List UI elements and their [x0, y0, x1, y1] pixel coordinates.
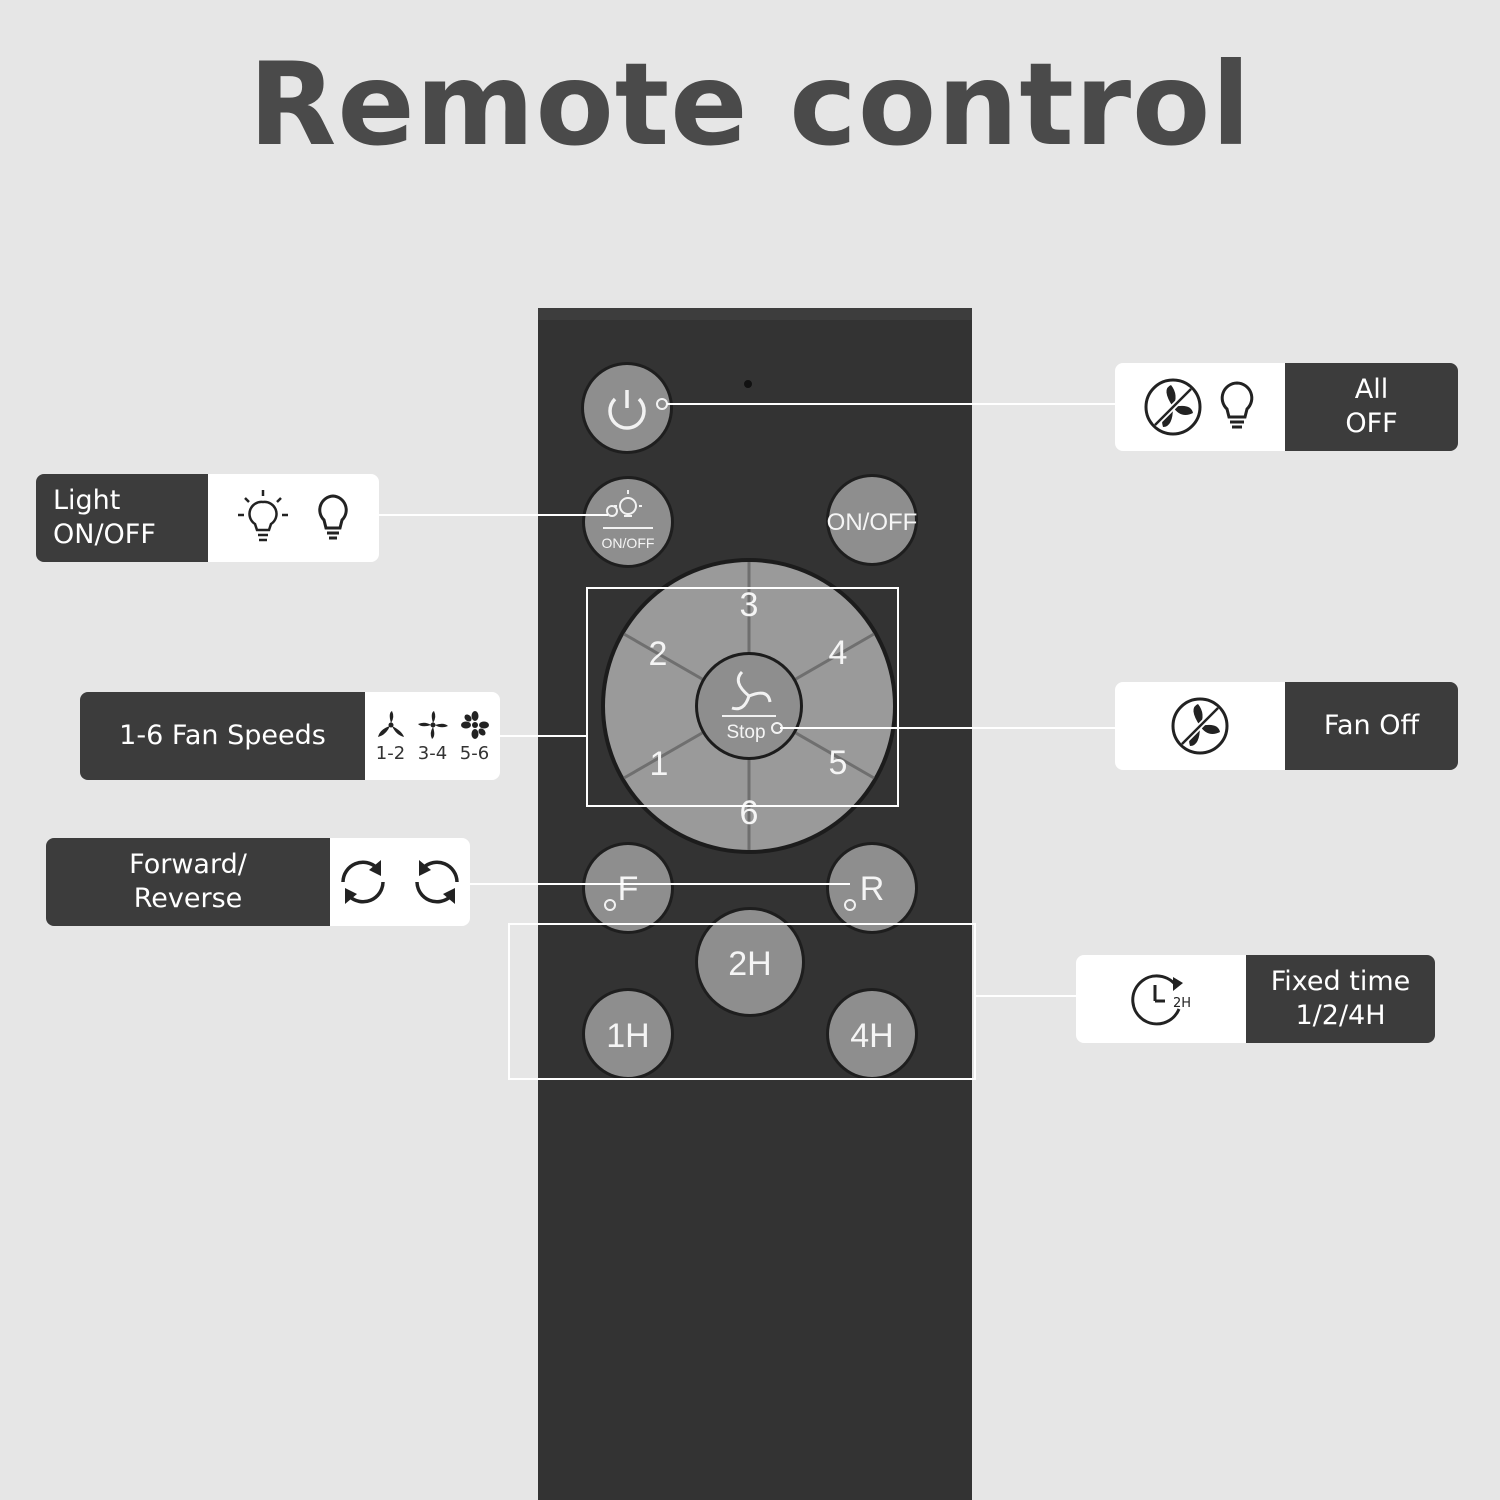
speed-4-button[interactable]: 4	[829, 634, 848, 672]
onoff-button-label: ON/OFF	[827, 509, 918, 536]
callout-fan-off-label-box: Fan Off	[1285, 682, 1458, 770]
forward-label: F	[618, 870, 639, 908]
speed-high-label: 5-6	[459, 742, 490, 764]
forward-button[interactable]: F	[582, 842, 674, 934]
callout-timer-icons: 2H	[1076, 955, 1246, 1043]
callout-direction-icons	[330, 838, 470, 926]
light-button[interactable]: ON/OFF	[582, 476, 674, 568]
callout-timer-label: Fixed time 1/2/4H	[1270, 966, 1411, 1031]
callout-direction-label: Forward/ Reverse	[129, 849, 247, 914]
rotate-ccw-icon	[341, 860, 385, 904]
speed-dial	[601, 558, 897, 854]
fan-icon	[731, 670, 772, 711]
reverse-button[interactable]: R	[826, 842, 918, 934]
speed-low-label: 1-2	[375, 742, 406, 764]
remote-top-edge	[538, 308, 972, 320]
fan-off-icon	[1144, 378, 1202, 436]
callout-light-label: Light ON/OFF	[53, 485, 156, 550]
timer-4h-button[interactable]: 4H	[826, 988, 918, 1080]
callout-fan-off-label: Fan Off	[1323, 710, 1420, 742]
callout-all-off: All OFF	[1115, 363, 1458, 451]
speed-3-button[interactable]: 3	[740, 586, 759, 624]
speed-2-button[interactable]: 2	[649, 635, 668, 673]
speed-1-button[interactable]: 1	[650, 745, 669, 783]
rotate-cw-icon	[415, 860, 459, 904]
callout-fan-off-icons	[1115, 682, 1285, 770]
callout-timer: 2H Fixed time 1/2/4H	[1076, 955, 1435, 1043]
callout-speeds-label-box: 1-6 Fan Speeds	[80, 692, 365, 780]
callout-fan-off: Fan Off	[1115, 682, 1458, 770]
callout-speeds-label: 1-6 Fan Speeds	[119, 720, 326, 752]
callout-speeds: 1-6 Fan Speeds 1-2	[80, 692, 500, 780]
speed-highlight-box	[586, 587, 899, 807]
callout-direction: Forward/ Reverse	[46, 838, 470, 926]
light-bulb-icon	[603, 490, 653, 529]
callout-all-off-label: All OFF	[1345, 374, 1398, 439]
bulb-icon	[1220, 381, 1254, 429]
timer-icon: 2H	[1131, 974, 1191, 1026]
callout-light-label-box: Light ON/OFF	[36, 474, 208, 562]
bulb-on-icon	[237, 490, 288, 542]
callout-speeds-icons: 1-2 3-4	[365, 692, 500, 780]
callout-all-off-icons	[1115, 363, 1285, 451]
timer-4h-label: 4H	[850, 1017, 893, 1055]
timer-1h-button[interactable]: 1H	[582, 988, 674, 1080]
callout-light: Light ON/OFF	[36, 474, 379, 562]
bulb-icon	[317, 494, 348, 540]
callout-all-off-label-box: All OFF	[1285, 363, 1458, 451]
ir-led	[744, 380, 752, 388]
speed-6-button[interactable]: 6	[740, 794, 759, 832]
timer-highlight-box	[508, 923, 976, 1080]
speed-low-icon: 1-2	[374, 709, 408, 764]
callout-timer-label-box: Fixed time 1/2/4H	[1246, 955, 1435, 1043]
timer-icon-text: 2H	[1173, 996, 1191, 1011]
timer-1h-label: 1H	[606, 1017, 649, 1055]
speed-high-icon: 5-6	[458, 709, 492, 764]
stop-label: Stop	[726, 722, 765, 743]
timer-2h-button[interactable]: 2H	[695, 907, 805, 1017]
stop-button[interactable]: Stop	[722, 670, 783, 743]
reverse-label: R	[860, 870, 885, 908]
callout-direction-label-box: Forward/ Reverse	[46, 838, 330, 926]
timer-2h-label: 2H	[728, 945, 771, 983]
power-icon	[608, 397, 646, 430]
speed-5-button[interactable]: 5	[829, 744, 848, 782]
power-button[interactable]	[581, 362, 673, 454]
callout-light-icons	[208, 474, 379, 562]
speed-mid-label: 3-4	[417, 742, 448, 764]
light-button-label: ON/OFF	[602, 535, 655, 551]
leader-lines	[378, 403, 1116, 997]
onoff-button[interactable]: ON/OFF	[826, 474, 918, 566]
page-title: Remote control	[248, 38, 1252, 171]
fan-off-icon	[1171, 697, 1229, 755]
speed-mid-icon: 3-4	[416, 709, 450, 764]
